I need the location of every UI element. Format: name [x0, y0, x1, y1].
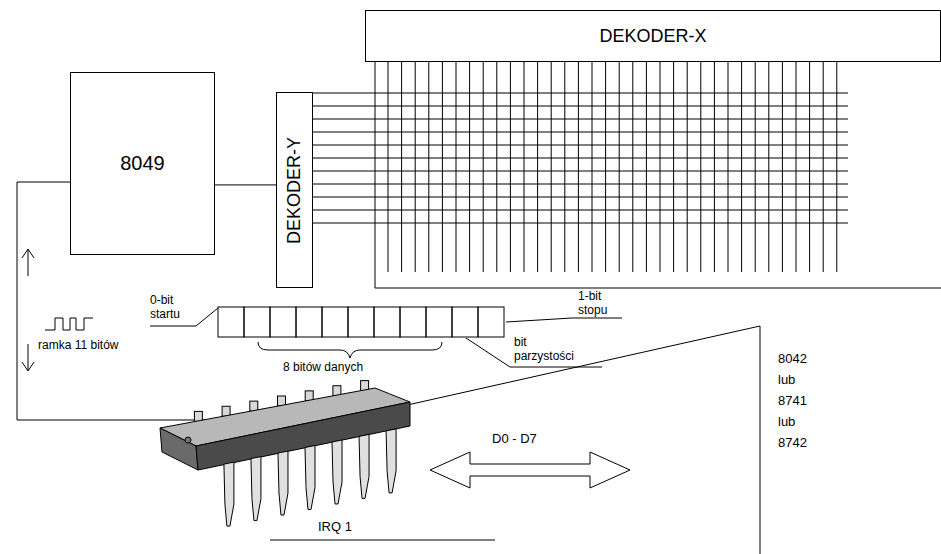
data-bus-arrow — [430, 452, 630, 488]
leader-line — [506, 318, 622, 322]
chip-bracket — [760, 326, 761, 554]
node-label: DEKODER-Y — [284, 136, 305, 243]
irq-line — [270, 540, 495, 541]
leader-line — [385, 326, 760, 410]
node-label: 8049 — [120, 152, 165, 175]
chip-name: 8042 lub 8741 lub 8742 — [778, 348, 818, 453]
bit-label: bit parzystości — [514, 335, 588, 363]
matrix-columns — [388, 62, 837, 272]
square-wave — [45, 318, 93, 330]
node-label: DEKODER-X — [599, 26, 706, 47]
bus-label: D0 - D7 — [492, 432, 537, 446]
microcontroller-box: 8049 — [70, 72, 215, 255]
direction-arrow — [28, 250, 29, 276]
connector — [215, 184, 276, 185]
frame-cells — [218, 307, 504, 337]
direction-arrow — [22, 362, 34, 371]
direction-arrow — [22, 249, 34, 258]
signal-name: IRQ 1 — [318, 520, 352, 534]
frame-label: ramka 11 bitów — [38, 338, 118, 352]
chip-symbol — [160, 381, 410, 527]
matrix-border — [375, 288, 941, 289]
decoder-box: DEKODER-Y — [276, 92, 313, 288]
matrix-border — [375, 62, 376, 288]
bit-label: 1-bit stopu — [578, 289, 618, 317]
data-brace — [258, 342, 442, 358]
decoder-box: DEKODER-X — [365, 10, 941, 62]
bit-label: 8 bitów danych — [283, 360, 363, 374]
direction-arrow — [28, 344, 29, 370]
matrix-rows — [313, 93, 848, 223]
bit-label: 0-bit startu — [150, 293, 194, 321]
